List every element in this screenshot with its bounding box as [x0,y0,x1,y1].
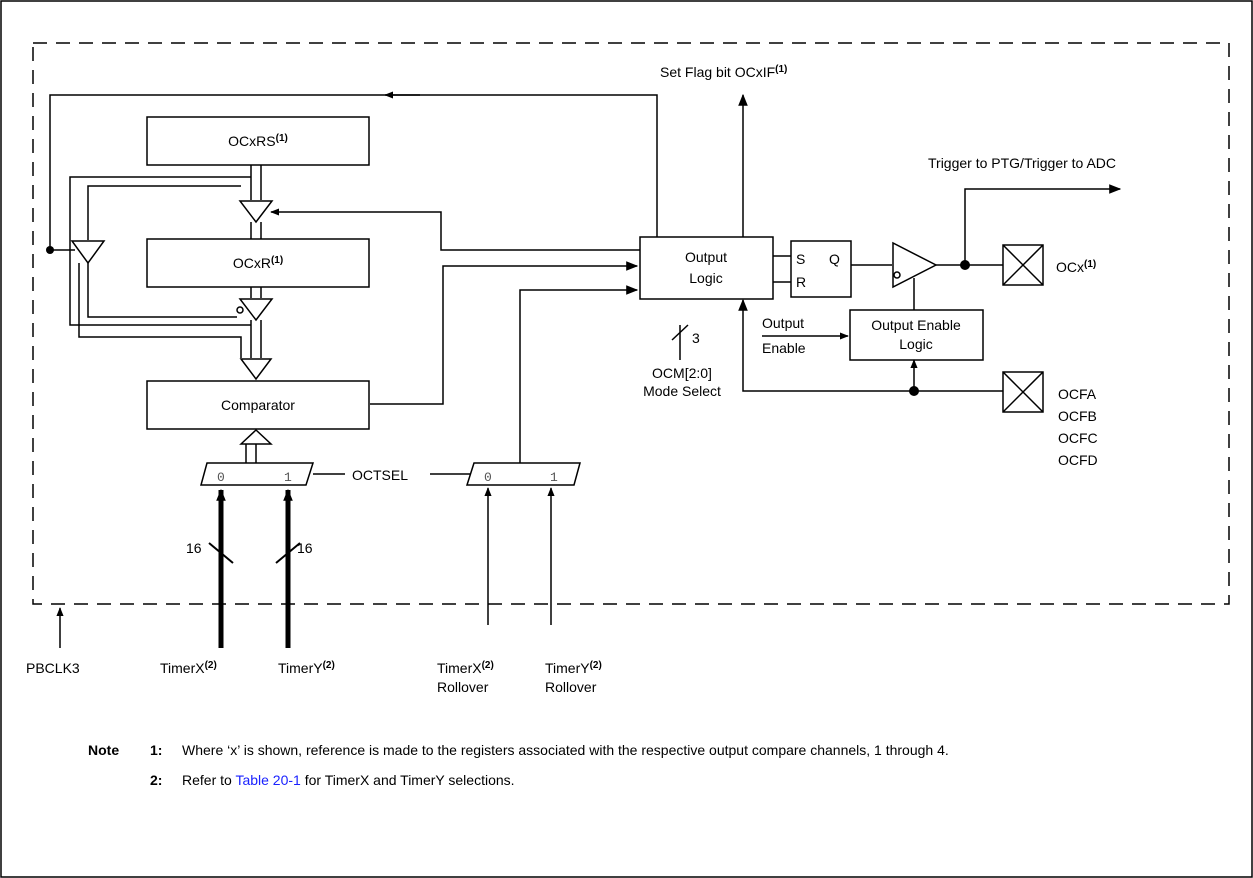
sr-r-label: R [796,274,806,290]
ocxrs-bus-left-c [88,263,237,317]
ocxrs-bus-left-b [88,186,241,240]
mux-a-1-label: 1 [284,470,292,485]
note-2: 2: Refer to Table 20-1 for TimerX and Ti… [88,770,1208,791]
feedback-top-line [50,95,657,250]
rollover-mux-to-logic-line [520,290,637,463]
oe-logic-label-1: Output Enable [871,317,961,333]
mux-b-1-label: 1 [550,470,558,485]
set-flag-label: Set Flag bit OCxIF(1) [660,64,787,80]
ocfa-label: OCFA [1058,386,1097,402]
sr-q-label: Q [829,251,840,267]
bus16b-label: 16 [297,540,313,556]
note-2-pre: Refer to [182,772,235,788]
ocm-label-1: OCM[2:0] [652,365,712,381]
mux-b-0-label: 0 [484,470,492,485]
timerx-rollover-label-2: Rollover [437,679,489,695]
note-lead: Note [88,740,150,761]
comparator-label: Comparator [221,397,295,413]
timerx-rollover-label: TimerX(2) [437,660,494,676]
note-2-number: 2: [150,770,182,791]
ocx-label: OCx(1) [1056,259,1096,275]
timery-rollover-label: TimerY(2) [545,660,602,676]
output-logic-block [640,237,773,299]
ocfc-label: OCFC [1058,430,1098,446]
ocxr-label: OCxR(1) [233,255,283,271]
timery-label: TimerY(2) [278,660,335,676]
comparator-input-arrow [241,359,271,379]
note-1-number: 1: [150,740,182,761]
output-enable-label-1: Output [762,315,804,331]
timerx-label: TimerX(2) [160,660,217,676]
note-1-text: Where ‘x’ is shown, reference is made to… [182,740,1208,761]
module-boundary [33,43,1229,604]
comparator-to-logic-line [370,266,637,404]
left-bus-to-comp [79,263,241,358]
ocx-pin-cross [1003,245,1043,285]
ocm-label-2: Mode Select [643,383,721,399]
output-buffer-bubble [894,272,900,278]
notes-section: Note 1: Where ‘x’ is shown, reference is… [88,740,1208,791]
trigger-label: Trigger to PTG/Trigger to ADC [928,155,1116,171]
note-2-text: Refer to Table 20-1 for TimerX and Timer… [182,770,1208,791]
output-logic-label-1: Output [685,249,727,265]
mux-a-0-label: 0 [217,470,225,485]
junction-fault [909,386,919,396]
junction-trigger [960,260,970,270]
load-buffer-top [240,201,272,222]
output-logic-to-buffer-line [271,212,640,250]
comparator-mux-arrow [241,430,271,444]
inverter-bubble-mid [237,307,243,313]
ocxrs-label: OCxRS(1) [228,133,288,149]
timery-rollover-label-2: Rollover [545,679,597,695]
note-2-post: for TimerX and TimerY selections. [301,772,515,788]
ocfd-label: OCFD [1058,452,1098,468]
table-20-1-link[interactable]: Table 20-1 [235,772,300,788]
output-logic-label-2: Logic [689,270,722,286]
sr-s-label: S [796,251,805,267]
octsel-label: OCTSEL [352,467,408,483]
ocfa-pin-cross [1003,372,1043,412]
oe-logic-label-2: Logic [899,336,932,352]
ocfb-label: OCFB [1058,408,1097,424]
load-buffer-mid [240,299,272,320]
pbclk3-label: PBCLK3 [26,660,80,676]
bus16a-label: 16 [186,540,202,556]
left-buffer [72,241,104,263]
note-1: Note 1: Where ‘x’ is shown, reference is… [88,740,1208,761]
junction-left [46,246,54,254]
output-enable-label-2: Enable [762,340,806,356]
ocm-bits-label: 3 [692,330,700,346]
